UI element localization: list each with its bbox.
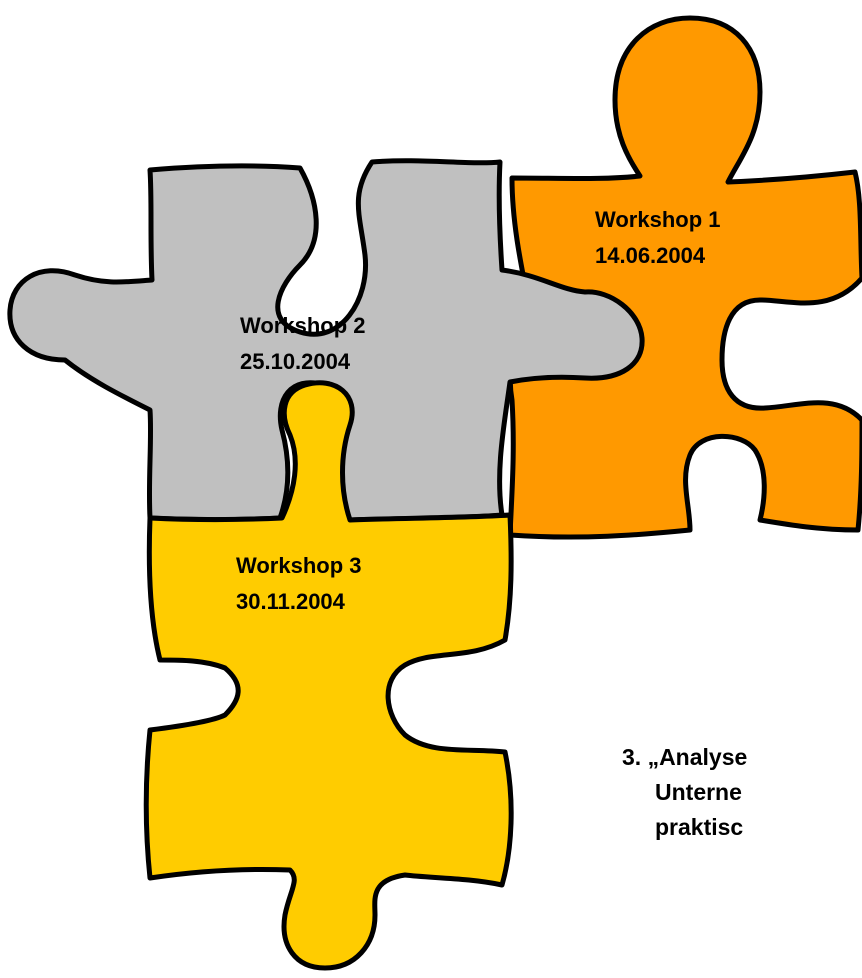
caption-line-1: 3. „Analyse (622, 744, 748, 770)
workshop-3-title: Workshop 3 (236, 553, 362, 578)
workshop-2-label: Workshop 2 25.10.2004 (240, 308, 366, 380)
caption-text: 3. „Analyse Unterne praktisc (622, 740, 747, 845)
workshop-3-date: 30.11.2004 (236, 589, 345, 614)
workshop-2-date: 25.10.2004 (240, 349, 351, 374)
puzzle-piece-workshop-2 (7, 158, 645, 523)
workshop-1-title: Workshop 1 (595, 207, 721, 232)
workshop-2-title: Workshop 2 (240, 313, 366, 338)
caption-line-3: praktisc (655, 814, 744, 840)
workshop-1-label: Workshop 1 14.06.2004 (595, 202, 721, 274)
caption-line-2: Unterne (655, 779, 742, 805)
puzzle-piece-workshop-1 (507, 15, 862, 540)
workshop-3-label: Workshop 3 30.11.2004 (236, 548, 362, 620)
workshop-1-date: 14.06.2004 (595, 243, 706, 268)
puzzle-piece-workshop-3 (143, 380, 514, 971)
